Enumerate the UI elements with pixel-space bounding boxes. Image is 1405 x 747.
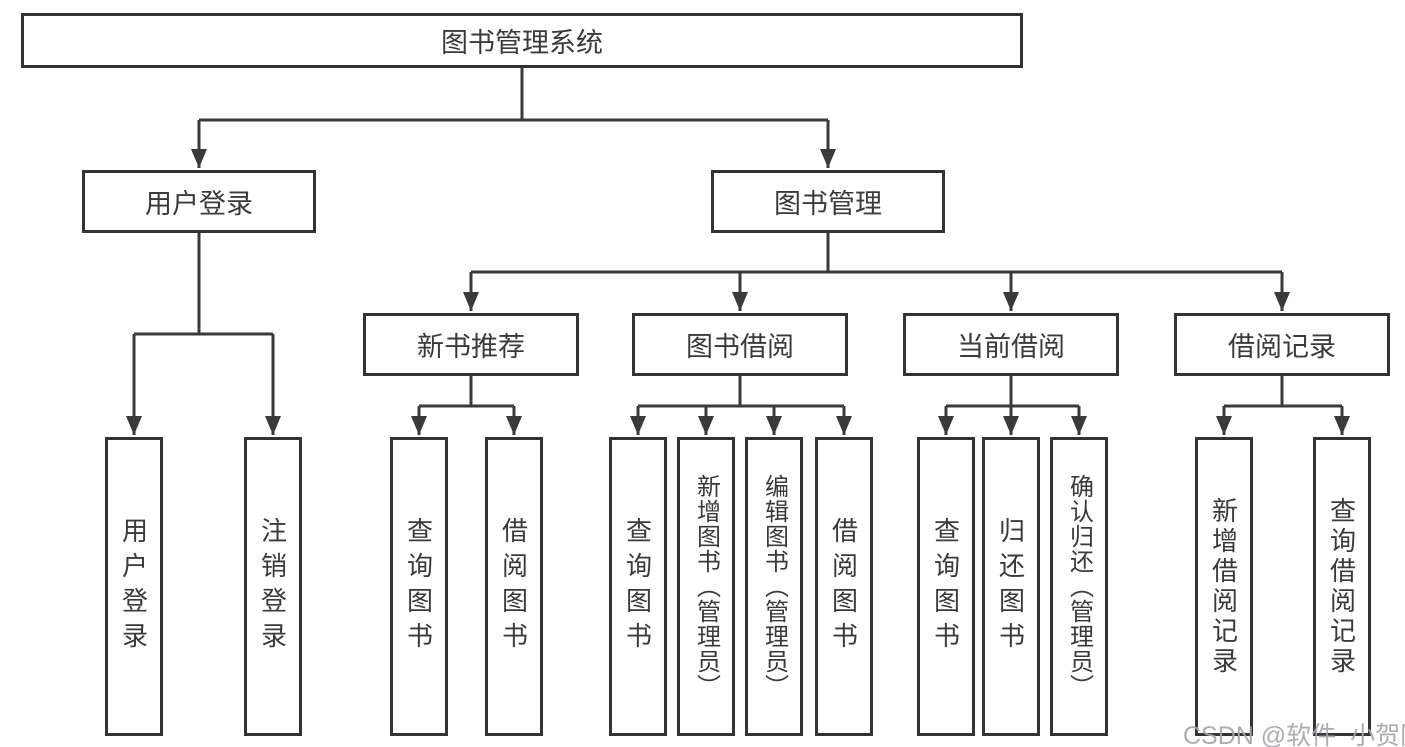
node-borrow-records: 借阅记录 <box>1174 313 1390 376</box>
node-book-management: 图书管理 <box>711 170 945 233</box>
node-user-login: 用户登录 <box>82 170 316 233</box>
leaf-edit-books-admin: 编辑图书（管理员） <box>745 437 803 736</box>
node-book-borrow: 图书借阅 <box>632 313 848 376</box>
leaf-add-books-admin: 新增图书（管理员） <box>677 437 735 736</box>
leaf-query-books-recommend: 查询图书 <box>390 437 448 736</box>
connector-segments <box>134 68 1342 408</box>
leaf-logout: 注销登录 <box>244 437 302 736</box>
connector-arrows <box>126 120 1350 435</box>
leaf-query-books-borrow: 查询图书 <box>609 437 667 736</box>
leaf-borrow-books: 借阅图书 <box>815 437 873 736</box>
node-current-borrow: 当前借阅 <box>903 313 1119 376</box>
leaf-confirm-return-admin: 确认归还（管理员） <box>1050 437 1108 736</box>
leaf-borrow-books-recommend: 借阅图书 <box>485 437 543 736</box>
leaf-query-borrow-record: 查询借阅记录 <box>1313 437 1371 736</box>
leaf-add-borrow-record: 新增借阅记录 <box>1195 437 1253 736</box>
leaf-user-login: 用户登录 <box>105 437 163 736</box>
watermark: CSDN @软件_小贺同学 <box>1183 722 1405 747</box>
node-root-system: 图书管理系统 <box>21 13 1023 68</box>
leaf-return-books: 归还图书 <box>982 437 1040 736</box>
node-new-book-recommend: 新书推荐 <box>363 313 579 376</box>
leaf-query-books-current: 查询图书 <box>917 437 975 736</box>
